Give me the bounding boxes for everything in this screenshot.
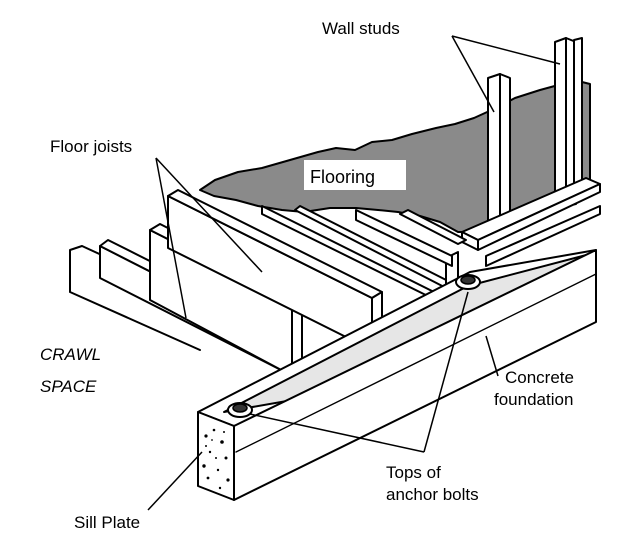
leader-concrete-foundation <box>485 335 499 377</box>
flooring-label: Flooring <box>310 167 375 187</box>
leader-anchor-bolts-2 <box>423 291 469 453</box>
label-floor-joists: Floor joists <box>50 137 132 156</box>
leader-floor-joists-2 <box>155 157 263 273</box>
label-anchor-bolts-1: Tops of <box>386 463 441 482</box>
leader-lines <box>147 35 561 511</box>
wall-stud-3 <box>573 37 583 203</box>
label-crawl-space-2: SPACE <box>40 377 97 396</box>
flooring-label-box <box>304 160 406 190</box>
anchor-bolt-front <box>227 402 253 418</box>
anchor-bolt-rear <box>455 274 481 290</box>
end-grain-texture <box>202 428 230 490</box>
foundation-edge-line <box>235 273 597 453</box>
leader-wall-studs-1 <box>451 35 495 113</box>
wall-stud-1 <box>487 73 501 237</box>
floor-joist-f-face <box>355 209 453 267</box>
label-sill-plate: Sill Plate <box>74 513 140 532</box>
leader-floor-joists-1 <box>155 157 187 319</box>
leader-anchor-bolts-1 <box>249 413 425 453</box>
floor-joist-f-top <box>399 209 467 245</box>
label-crawl-space-1: CRAWL <box>40 345 101 364</box>
label-concrete-foundation-2: foundation <box>494 390 573 409</box>
leader-wall-studs-2 <box>451 35 561 65</box>
leader-sill-plate <box>147 451 203 511</box>
label-anchor-bolts-2: anchor bolts <box>386 485 479 504</box>
foundation-end-face <box>197 411 235 501</box>
wall-stud-1-side <box>499 73 511 233</box>
label-concrete-foundation-1: Concrete <box>505 368 574 387</box>
wall-sole-plate <box>485 205 601 267</box>
label-wall-studs: Wall studs <box>322 19 400 38</box>
